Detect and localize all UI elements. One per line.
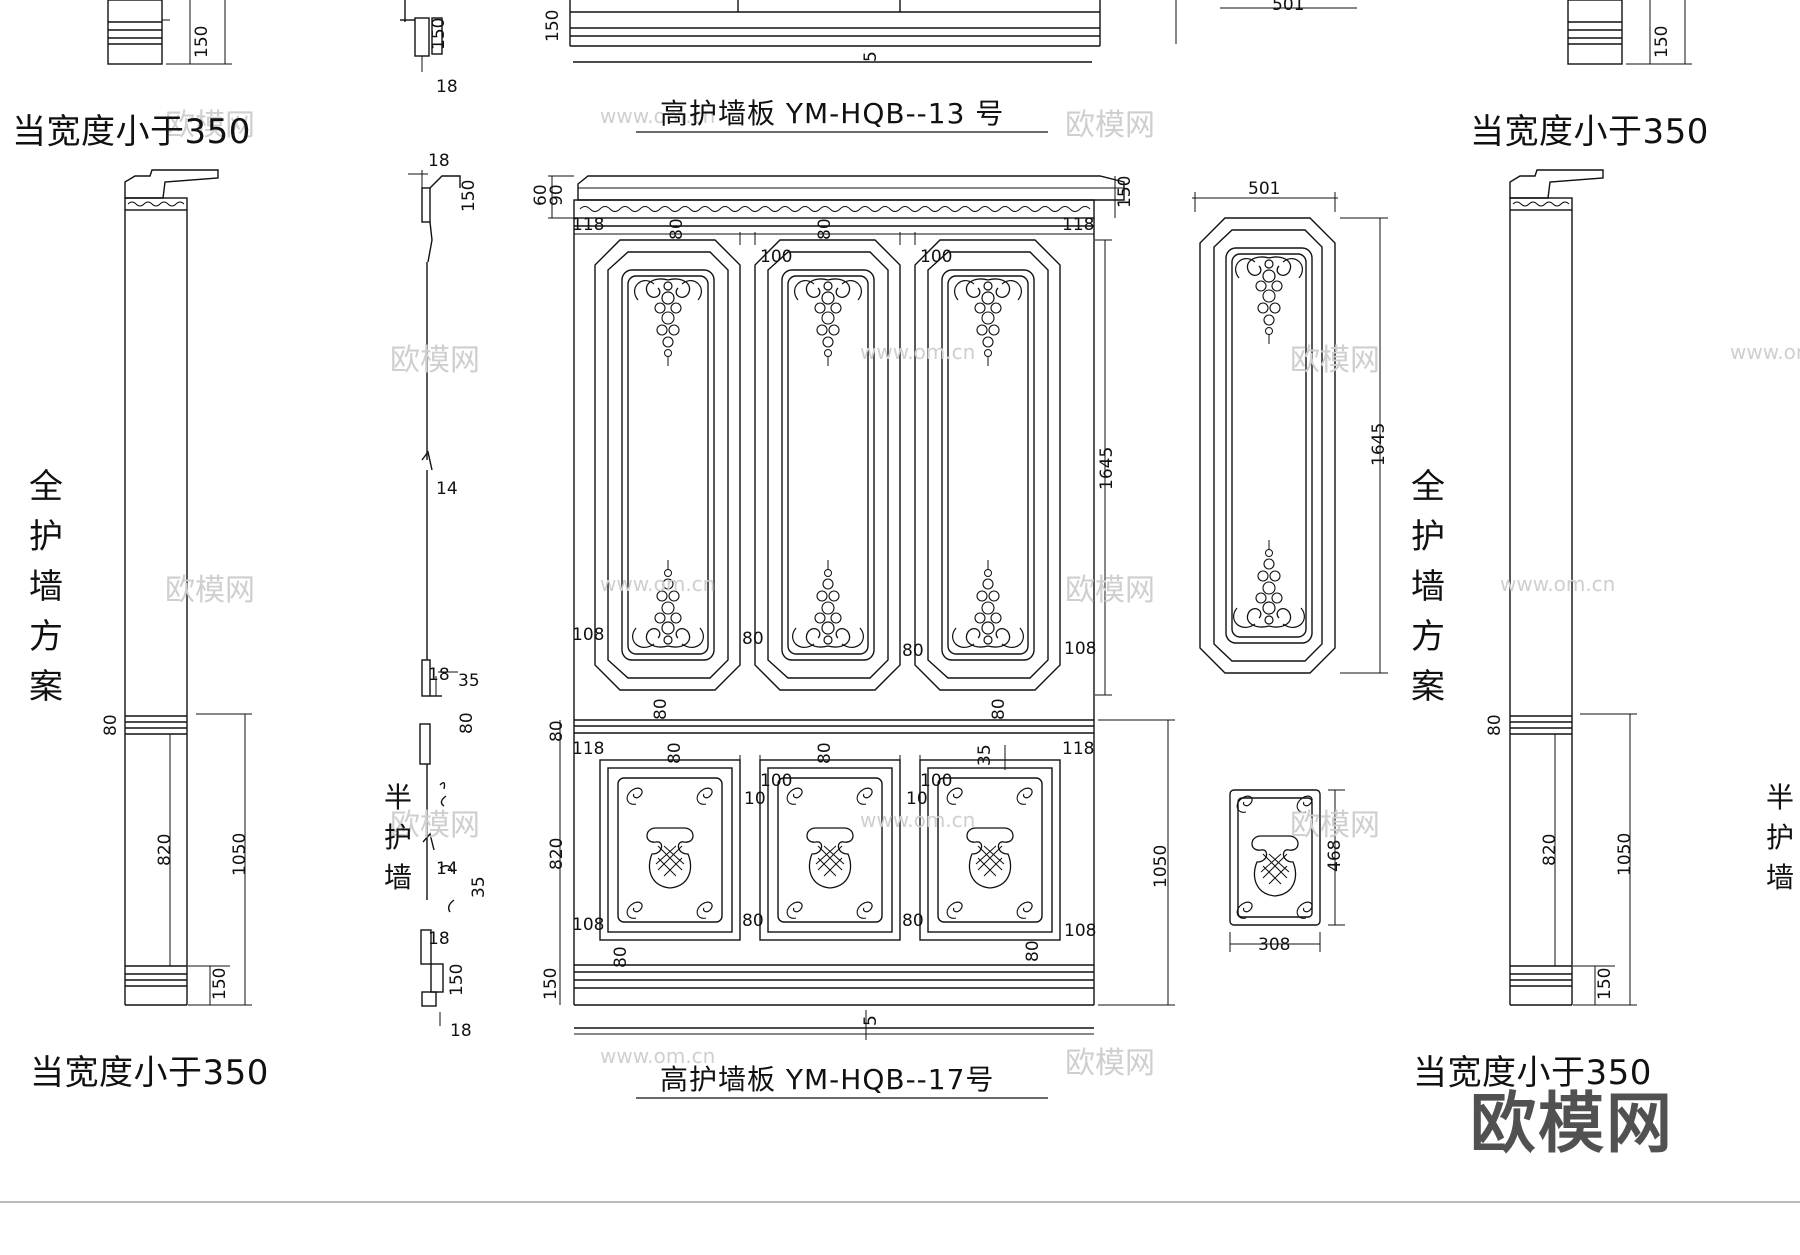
- dim-80-low-m1: 80: [742, 911, 764, 931]
- dim-10-low-2: 10: [906, 789, 928, 809]
- dim-80-top-2: 80: [815, 218, 835, 240]
- dim-18-profile-mid: 18: [428, 665, 450, 685]
- full-wall-label-right: 全护墙方案: [1411, 467, 1445, 707]
- dim-501-single: 501: [1248, 179, 1280, 199]
- width-note-bottom-left: 当宽度小于350: [30, 1053, 269, 1093]
- dim-80-col-left: 80: [101, 714, 121, 736]
- dim-501-top: 501: [1272, 0, 1304, 15]
- dim-820-col-left: 820: [155, 834, 175, 866]
- dim-80-mid-1: 80: [742, 629, 764, 649]
- dim-80-low-2: 80: [989, 698, 1009, 720]
- dim-100-top-1: 100: [760, 247, 792, 267]
- dim-150-base: 150: [541, 968, 561, 1000]
- dim-468: 468: [1325, 840, 1345, 872]
- dim-80-low-m2: 80: [902, 911, 924, 931]
- dim-80-col-right: 80: [1485, 714, 1505, 736]
- dim-35-low: 35: [975, 744, 995, 766]
- dim-80-base-2: 80: [1023, 940, 1043, 962]
- width-note-top-left: 当宽度小于350: [12, 112, 251, 152]
- dim-18-profile-bottom: 18: [450, 1021, 472, 1041]
- dim-80-l-1: 80: [665, 742, 685, 764]
- panel-title-13: 高护墙板 YM-HQB--13 号: [660, 97, 1005, 130]
- panel-title-17: 高护墙板 YM-HQB--17号: [660, 1063, 995, 1096]
- dim-820-col-right: 820: [1540, 834, 1560, 866]
- dim-35-profile: 35: [458, 671, 480, 691]
- dim-150-top-panel: 150: [543, 10, 563, 42]
- dim-14-profile-low: 14: [436, 859, 458, 879]
- dim-80-profile: 80: [457, 712, 477, 734]
- brand-watermark: 欧模网: [1470, 1085, 1674, 1162]
- dim-108-left-low: 108: [572, 915, 604, 935]
- dim-14-profile: 14: [436, 479, 458, 499]
- dim-1050-col-left: 1050: [230, 833, 250, 876]
- dim-150-profile-low: 150: [447, 964, 467, 996]
- dim-80-top-1: 80: [667, 218, 687, 240]
- dim-80-base-1: 80: [611, 946, 631, 968]
- dim-118-tr: 118: [1062, 215, 1094, 235]
- dim-35-profile-low: 35: [469, 876, 489, 898]
- dim-150-col-left: 150: [210, 968, 230, 1000]
- dim-118-tl: 118: [572, 215, 604, 235]
- dim-150-top-left: 150: [192, 26, 212, 58]
- dim-100-low-2: 100: [920, 771, 952, 791]
- dim-108-right-up: 108: [1064, 639, 1096, 659]
- dim-1050-col-right: 1050: [1615, 833, 1635, 876]
- full-wall-label-left: 全护墙方案: [29, 467, 63, 707]
- dim-100-top-2: 100: [920, 247, 952, 267]
- dim-18-top: 18: [436, 77, 458, 97]
- dim-60: 60: [531, 184, 551, 206]
- dim-100-low-1: 100: [760, 771, 792, 791]
- dim-80-low-1: 80: [651, 698, 671, 720]
- dim-150-top-right: 150: [1652, 26, 1672, 58]
- dim-108-right-low: 108: [1064, 921, 1096, 941]
- dim-150-cornice: 150: [1115, 176, 1135, 208]
- dim-18-profile-top: 18: [428, 151, 450, 171]
- dim-118-mr: 118: [1062, 739, 1094, 759]
- dim-150-profile-top: 150: [459, 180, 479, 212]
- dim-90: 90: [547, 184, 567, 206]
- half-wall-label-left: 半护墙: [383, 781, 412, 894]
- dim-80-mid-2: 80: [902, 641, 924, 661]
- dim-5-top: 5: [861, 51, 881, 62]
- dim-80-rail: 80: [547, 720, 567, 742]
- dim-820-main: 820: [547, 838, 567, 870]
- dim-1050-main: 1050: [1151, 845, 1171, 888]
- dim-1645-single: 1645: [1369, 423, 1389, 466]
- dim-108-left-up: 108: [572, 625, 604, 645]
- half-wall-label-right: 半护墙: [1765, 781, 1794, 894]
- dim-10-low-1: 10: [744, 789, 766, 809]
- dim-150-top-profile: 150: [429, 18, 449, 50]
- width-note-bottom-right: 当宽度小于350: [1413, 1053, 1652, 1093]
- dim-308: 308: [1258, 935, 1290, 955]
- dim-1645-main: 1645: [1097, 447, 1117, 490]
- width-note-top-right: 当宽度小于350: [1470, 112, 1709, 152]
- dim-5-bottom: 5: [861, 1015, 881, 1026]
- dim-80-l-2: 80: [815, 742, 835, 764]
- dim-150-col-right: 150: [1595, 968, 1615, 1000]
- dim-18-profile-low: 18: [428, 929, 450, 949]
- dim-118-ml: 118: [572, 739, 604, 759]
